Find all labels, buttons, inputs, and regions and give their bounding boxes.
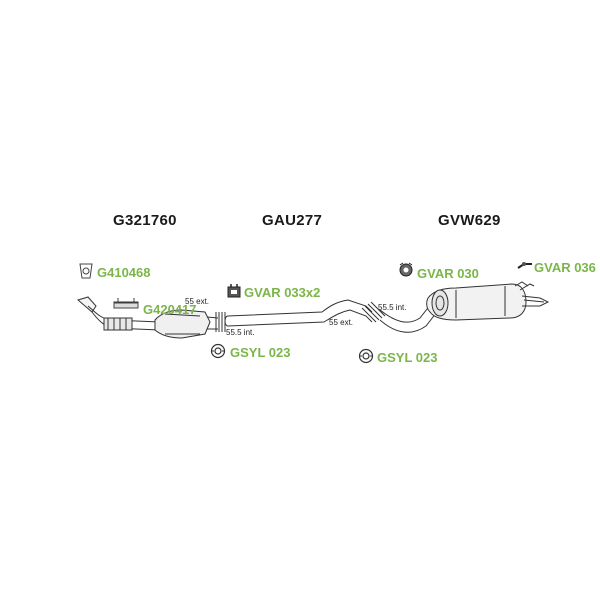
dim-front-int: 55.5 int. bbox=[226, 328, 255, 337]
part-label-clamp-mid[interactable]: GVAR 033x2 bbox=[244, 285, 321, 300]
part-label-bracket-front[interactable]: G420417 bbox=[143, 302, 197, 317]
front-downpipe[interactable] bbox=[76, 296, 161, 331]
part-label-clamp-rear[interactable]: GVAR 030 bbox=[417, 266, 479, 281]
rear-muffler[interactable] bbox=[426, 281, 550, 321]
dim-front-ext: 55 ext. bbox=[185, 297, 210, 306]
rear-pipe[interactable] bbox=[379, 299, 441, 333]
middle-pipe[interactable] bbox=[224, 299, 373, 327]
rubber-mount-icon[interactable] bbox=[398, 262, 414, 278]
seal-icon-left[interactable] bbox=[210, 343, 226, 359]
rear-joint-marks bbox=[361, 301, 386, 323]
dim-rear-int: 55.5 int. bbox=[378, 303, 407, 312]
front-joint-marks bbox=[215, 312, 226, 332]
part-label-seal-right[interactable]: GSYL 023 bbox=[377, 350, 438, 365]
seal-icon-right[interactable] bbox=[358, 348, 374, 364]
bracket-icon[interactable] bbox=[112, 297, 140, 311]
section-title-front: G321760 bbox=[113, 212, 177, 229]
section-title-rear: GVW629 bbox=[438, 212, 501, 229]
dim-rear-ext: 55 ext. bbox=[329, 318, 354, 327]
clamp-icon[interactable] bbox=[226, 283, 242, 299]
section-title-middle: GAU277 bbox=[262, 212, 323, 229]
rear-hanger-bracket[interactable] bbox=[519, 283, 535, 291]
gasket-icon[interactable] bbox=[78, 262, 94, 280]
hanger-icon[interactable] bbox=[516, 258, 534, 272]
catalytic-converter[interactable] bbox=[154, 309, 219, 339]
part-label-hanger-rear[interactable]: GVAR 036 bbox=[534, 260, 596, 275]
part-label-seal-left[interactable]: GSYL 023 bbox=[230, 345, 291, 360]
part-label-gasket-front[interactable]: G410468 bbox=[97, 265, 151, 280]
